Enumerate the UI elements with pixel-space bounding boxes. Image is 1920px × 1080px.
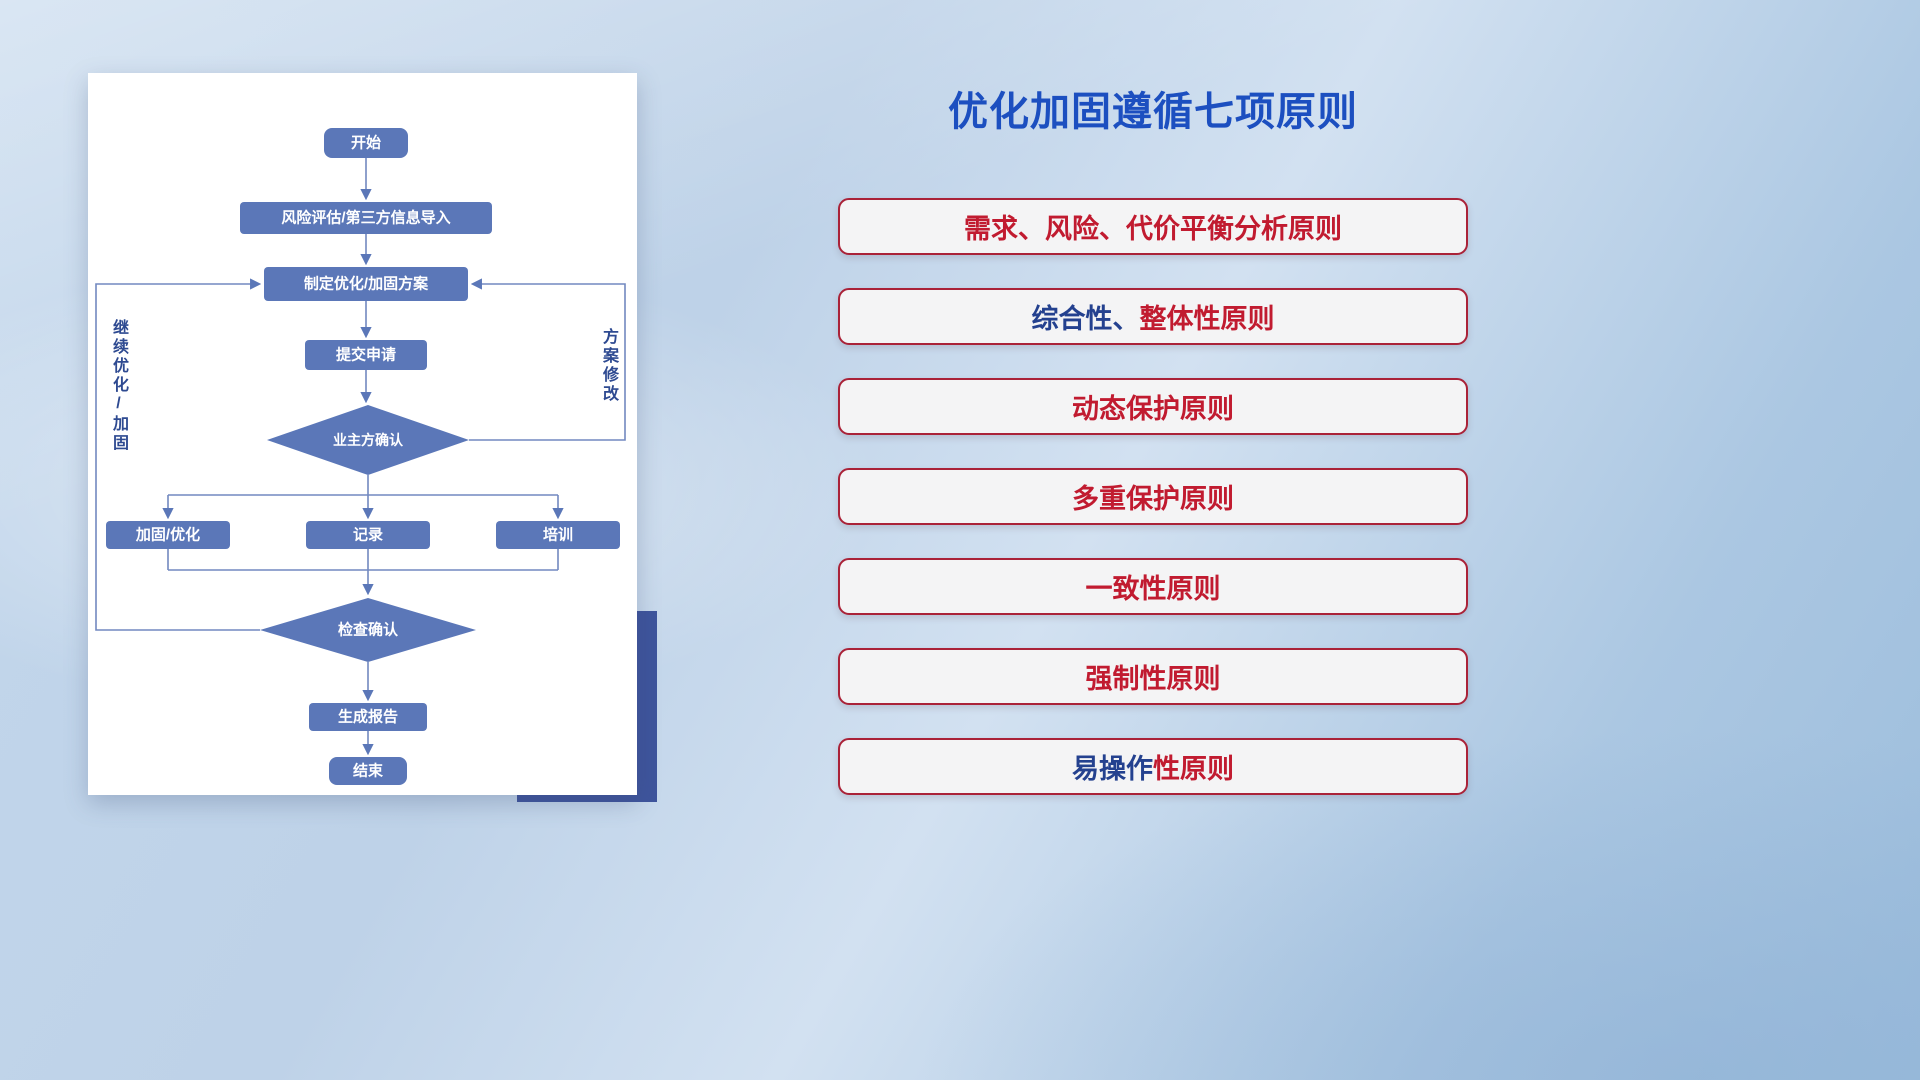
node-start-label: 开始 <box>351 134 381 152</box>
principle-text-segment: 综合性、 <box>1031 304 1140 334</box>
node-end-label: 结束 <box>353 762 384 780</box>
node-submit-request-label: 提交申请 <box>336 346 396 364</box>
principles-panel: 优化加固遵循七项原则 需求、风险、代价平衡分析原则综合性、整体性原则动态保护原则… <box>838 88 1468 795</box>
node-check-confirm-label: 检查确认 <box>338 621 399 639</box>
node-check-confirm: 检查确认 <box>260 598 476 662</box>
node-start: 开始 <box>324 128 408 158</box>
connector-owner-split <box>168 475 558 496</box>
principle-card: 多重保护原则 <box>838 468 1468 525</box>
node-record-label: 记录 <box>353 527 383 544</box>
page-title: 优化加固遵循七项原则 <box>948 90 1358 134</box>
node-generate-report: 生成报告 <box>309 703 427 731</box>
principle-text-segment: 一致性原则 <box>1085 574 1221 604</box>
principle-text-segment: 易操作 <box>1072 754 1153 784</box>
connector-owner-plan-loop <box>469 278 626 441</box>
loop-label-plan-revision: 方案修改 <box>600 328 617 404</box>
principle-card: 需求、风险、代价平衡分析原则 <box>838 198 1468 255</box>
principle-text-segment: 性原则 <box>1153 754 1234 784</box>
connector-check-plan-loop <box>95 278 262 631</box>
node-risk-import-label: 风险评估/第三方信息导入 <box>281 209 450 227</box>
node-generate-report-label: 生成报告 <box>338 708 398 726</box>
principle-text-segment: 整体性原则 <box>1139 304 1275 334</box>
node-make-plan-label: 制定优化/加固方案 <box>304 275 429 293</box>
principle-card: 易操作性原则 <box>838 738 1468 795</box>
node-end: 结束 <box>329 757 407 785</box>
node-training: 培训 <box>496 521 620 549</box>
node-record: 记录 <box>306 521 430 549</box>
principle-card: 一致性原则 <box>838 558 1468 615</box>
principles-list: 需求、风险、代价平衡分析原则综合性、整体性原则动态保护原则多重保护原则一致性原则… <box>838 198 1468 795</box>
node-submit-request: 提交申请 <box>305 340 427 370</box>
loop-label-continue-optimize: 继续优化/加固 <box>110 319 127 453</box>
principle-text-segment: 多重保护原则 <box>1072 484 1234 514</box>
principle-card: 动态保护原则 <box>838 378 1468 435</box>
principle-card: 强制性原则 <box>838 648 1468 705</box>
connector-merge <box>167 549 559 571</box>
node-reinforce-optimize: 加固/优化 <box>106 521 230 549</box>
principle-text-segment: 动态保护原则 <box>1072 394 1234 424</box>
node-owner-confirm: 业主方确认 <box>267 405 469 475</box>
node-risk-import: 风险评估/第三方信息导入 <box>240 202 492 234</box>
node-reinforce-optimize-label: 加固/优化 <box>135 526 200 544</box>
principle-text-segment: 需求、风险、代价平衡分析原则 <box>964 214 1342 244</box>
principle-text-segment: 强制性原则 <box>1085 664 1221 694</box>
principle-card: 综合性、整体性原则 <box>838 288 1468 345</box>
connectors <box>95 158 626 756</box>
flowchart-svg: 开始 风险评估/第三方信息导入 制定优化/加固方案 提交申请 业主方确认 加固/ <box>95 128 626 785</box>
node-owner-confirm-label: 业主方确认 <box>333 432 404 448</box>
node-make-plan: 制定优化/加固方案 <box>264 267 468 301</box>
node-training-label: 培训 <box>543 526 573 544</box>
flowchart-card: 开始 风险评估/第三方信息导入 制定优化/加固方案 提交申请 业主方确认 加固/ <box>88 73 637 795</box>
